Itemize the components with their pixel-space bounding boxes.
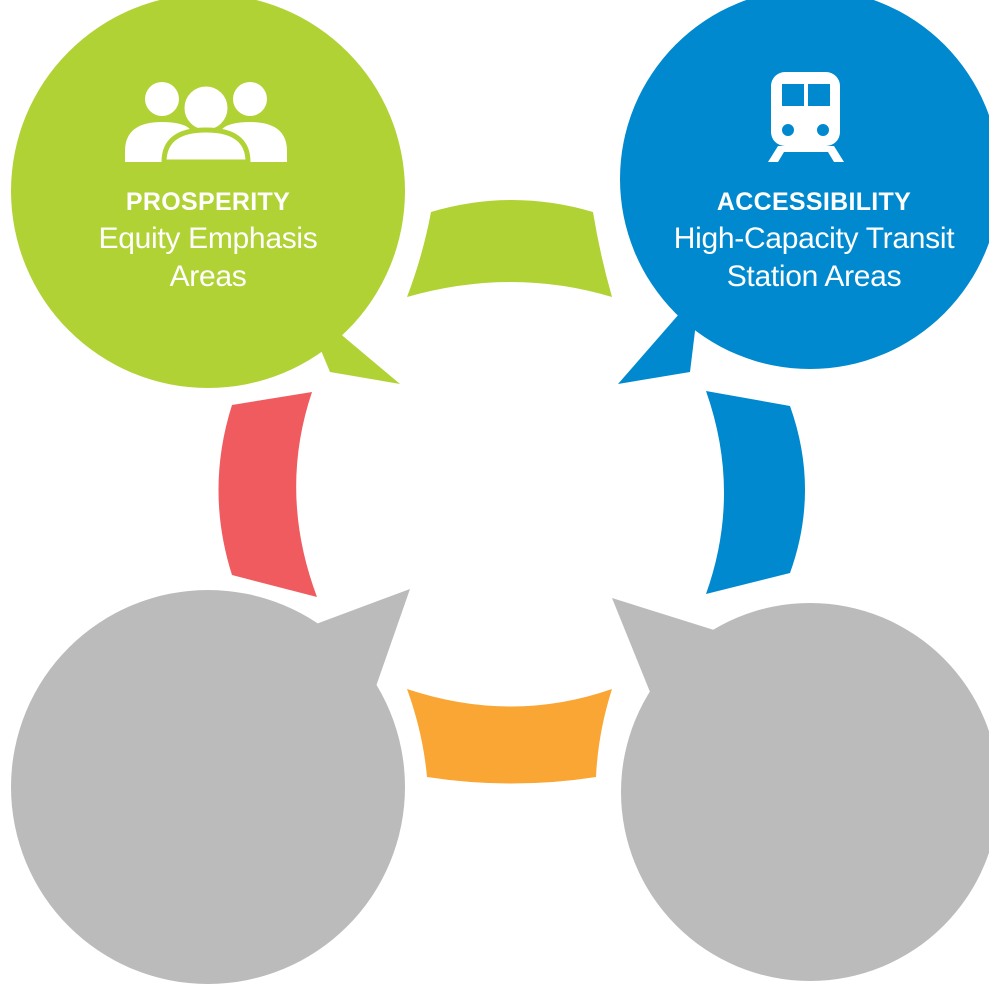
prosperity-bubble bbox=[11, 0, 405, 388]
prosperity-heading: PROSPERITY bbox=[125, 188, 291, 216]
accessibility-subtitle-line-1: High-Capacity Transit bbox=[673, 222, 955, 255]
accessibility-bubble bbox=[618, 0, 989, 384]
bottom-arc-segment bbox=[407, 689, 612, 784]
bottom-right-bubble bbox=[612, 598, 989, 981]
train-icon bbox=[768, 72, 844, 162]
accessibility-label: ACCESSIBILITY High-Capacity Transit Stat… bbox=[649, 184, 979, 296]
bottom-right-bubble-tail bbox=[612, 598, 714, 692]
accessibility-subtitle-line-2: Station Areas bbox=[726, 260, 902, 293]
accessibility-bubble-circle bbox=[620, 0, 989, 369]
accessibility-heading: ACCESSIBILITY bbox=[716, 188, 912, 216]
bottom-left-bubble-tail bbox=[300, 589, 410, 692]
prosperity-subtitle-line-1: Equity Emphasis bbox=[98, 222, 318, 255]
left-arc-segment bbox=[218, 392, 317, 597]
prosperity-bubble-tail bbox=[300, 300, 400, 384]
prosperity-subtitle-line-2: Areas bbox=[169, 260, 247, 293]
bottom-left-bubble-circle bbox=[11, 590, 405, 984]
prosperity-label: PROSPERITY Equity Emphasis Areas bbox=[48, 184, 368, 296]
people-group-icon bbox=[125, 81, 287, 165]
top-arc-segment bbox=[407, 200, 612, 297]
accessibility-bubble-tail bbox=[618, 290, 700, 384]
right-arc-segment bbox=[706, 391, 805, 594]
bottom-left-bubble bbox=[11, 589, 410, 984]
bottom-right-bubble-circle bbox=[621, 603, 989, 981]
prosperity-bubble-circle bbox=[11, 0, 405, 388]
